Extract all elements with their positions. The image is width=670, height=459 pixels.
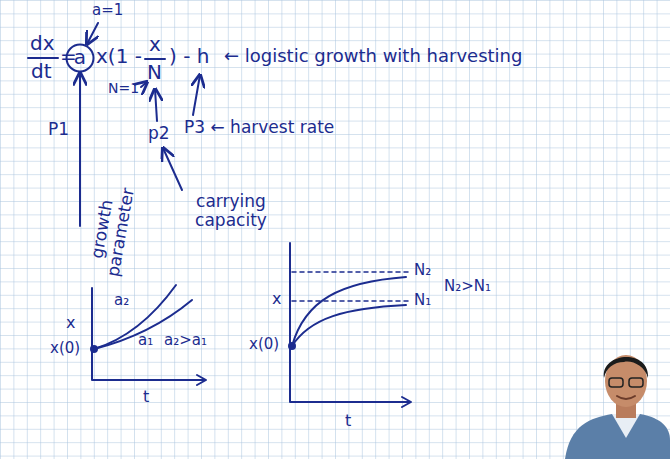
axis-label: x(0) (249, 336, 279, 353)
fraction-bar (28, 57, 58, 59)
leader-arrow (141, 82, 147, 87)
equation-term: N (147, 61, 162, 84)
leader-arrow (79, 73, 81, 226)
equation-term: x(1 - (96, 45, 142, 68)
axis-label: t (143, 388, 149, 406)
leader-arrow (193, 75, 200, 115)
axis-arrow (402, 397, 411, 407)
parameter-name: P1 (48, 120, 69, 140)
growth-curve (94, 285, 176, 349)
capacity-line (292, 271, 408, 273)
annotation: carrying capacity (186, 192, 276, 229)
axis-label: x (66, 314, 75, 332)
axes (290, 243, 410, 402)
capacity-line (292, 300, 408, 302)
circled-term: a (65, 43, 95, 73)
leader-arrow (155, 89, 157, 121)
leader-arrow (163, 148, 182, 190)
axis-label: x(0) (50, 340, 80, 357)
parameter-value: N=1 (108, 80, 139, 96)
parameter-name: P3 ← harvest rate (184, 118, 334, 138)
logistic-curve (292, 277, 406, 346)
curve-label: N₂ (414, 262, 431, 279)
curve-label: a₂>a₁ (164, 332, 207, 349)
leader-arrow (87, 23, 98, 44)
fraction-bar (145, 58, 165, 60)
curve-label: N₂>N₁ (444, 278, 491, 295)
parameter-value: a=1 (92, 2, 123, 19)
equation-term: dt (31, 60, 52, 83)
equation-term: ) - h (169, 45, 209, 68)
parameter-name: p2 (148, 124, 170, 144)
equation-term: dx (30, 32, 55, 55)
lecturer (565, 355, 670, 459)
curve-label: a₂ (114, 292, 129, 309)
equation-term: x (149, 33, 161, 56)
axis-label: x (272, 290, 281, 308)
logistic-curve (292, 305, 406, 346)
curve-label: N₁ (414, 292, 431, 309)
axis-label: t (345, 412, 351, 430)
axis-arrow (197, 375, 206, 385)
equation-note: ← logistic growth with harvesting (224, 46, 522, 67)
curve-label: a₁ (138, 332, 153, 349)
term-text: a (74, 46, 86, 68)
